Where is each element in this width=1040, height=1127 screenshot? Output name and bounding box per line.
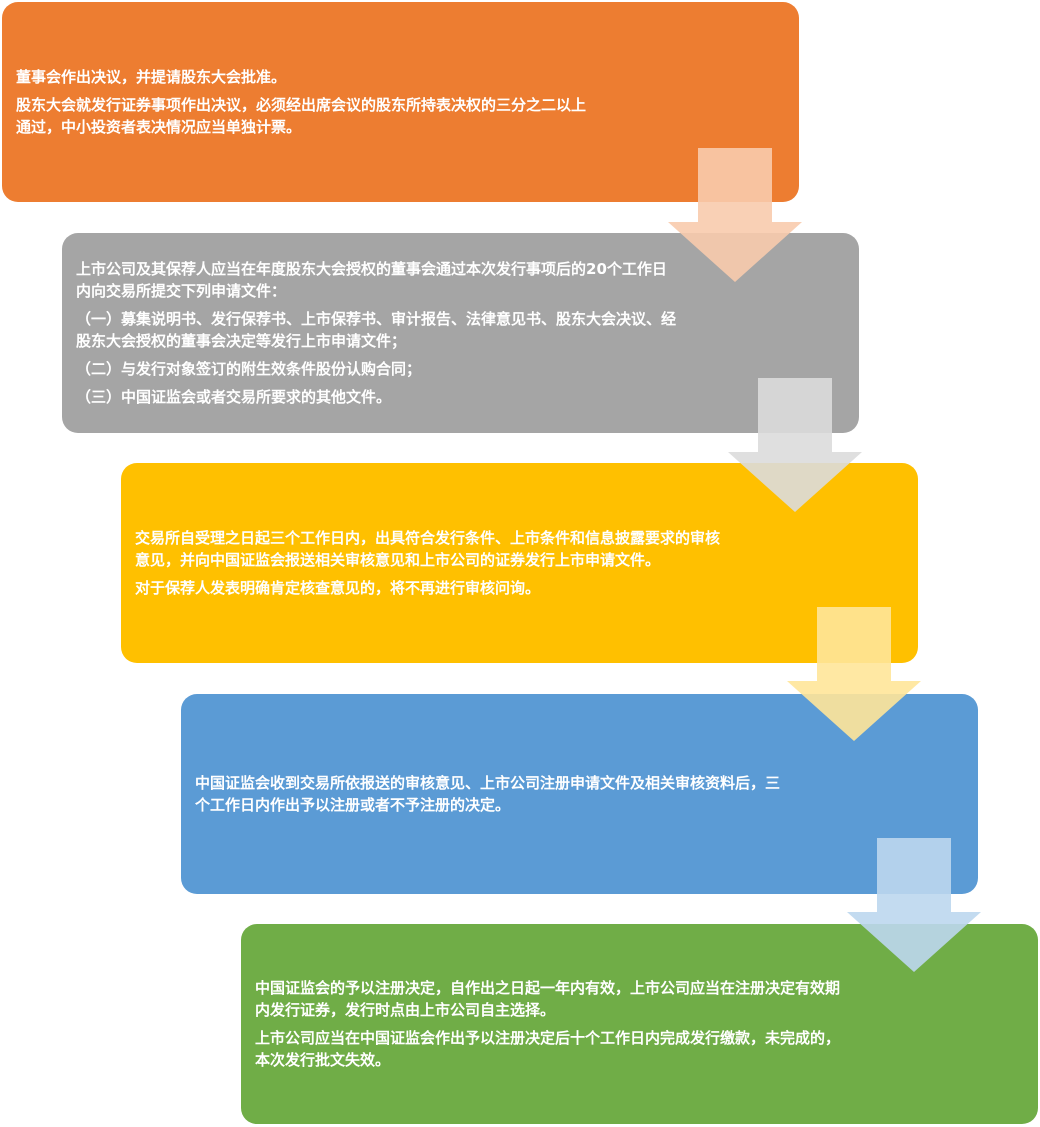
step-2-text-2: （一）募集说明书、发行保荐书、上市保荐书、审计报告、法律意见书、股东大会决议、经… <box>76 310 677 350</box>
step-5-text-2: 上市公司应当在中国证监会作出予以注册决定后十个工作日内完成发行缴款，未完成的，本… <box>255 1029 841 1069</box>
step-2-box: 上市公司及其保荐人应当在年度股东大会授权的董事会通过本次发行事项后的20个工作日… <box>62 233 859 433</box>
step-1-text-2: 股东大会就发行证券事项作出决议，必须经出席会议的股东所持表决权的三分之二以上通过… <box>16 96 587 136</box>
step-4-text-1: 中国证监会收到交易所依报送的审核意见、上市公司注册申请文件及相关审核资料后，三个… <box>195 774 781 814</box>
step-5-text-1: 中国证监会的予以注册决定，自作出之日起一年内有效，上市公司应当在注册决定有效期内… <box>255 979 841 1019</box>
step-3-box: 交易所自受理之日起三个工作日内，出具符合发行条件、上市条件和信息披露要求的审核意… <box>121 463 918 663</box>
step-4-box: 中国证监会收到交易所依报送的审核意见、上市公司注册申请文件及相关审核资料后，三个… <box>181 694 978 894</box>
step-3-text-2: 对于保荐人发表明确肯定核查意见的，将不再进行审核问询。 <box>135 579 541 597</box>
step-3-text-1: 交易所自受理之日起三个工作日内，出具符合发行条件、上市条件和信息披露要求的审核意… <box>135 529 721 569</box>
step-2-text-3: （二）与发行对象签订的附生效条件股份认购合同； <box>76 360 422 378</box>
step-2-text-1: 上市公司及其保荐人应当在年度股东大会授权的董事会通过本次发行事项后的20个工作日… <box>76 260 667 300</box>
step-2-text-4: （三）中国证监会或者交易所要求的其他文件。 <box>76 388 392 406</box>
step-1-box: 董事会作出决议，并提请股东大会批准。 股东大会就发行证券事项作出决议，必须经出席… <box>2 2 799 202</box>
step-5-box: 中国证监会的予以注册决定，自作出之日起一年内有效，上市公司应当在注册决定有效期内… <box>241 924 1038 1124</box>
step-1-text-1: 董事会作出决议，并提请股东大会批准。 <box>16 68 287 86</box>
